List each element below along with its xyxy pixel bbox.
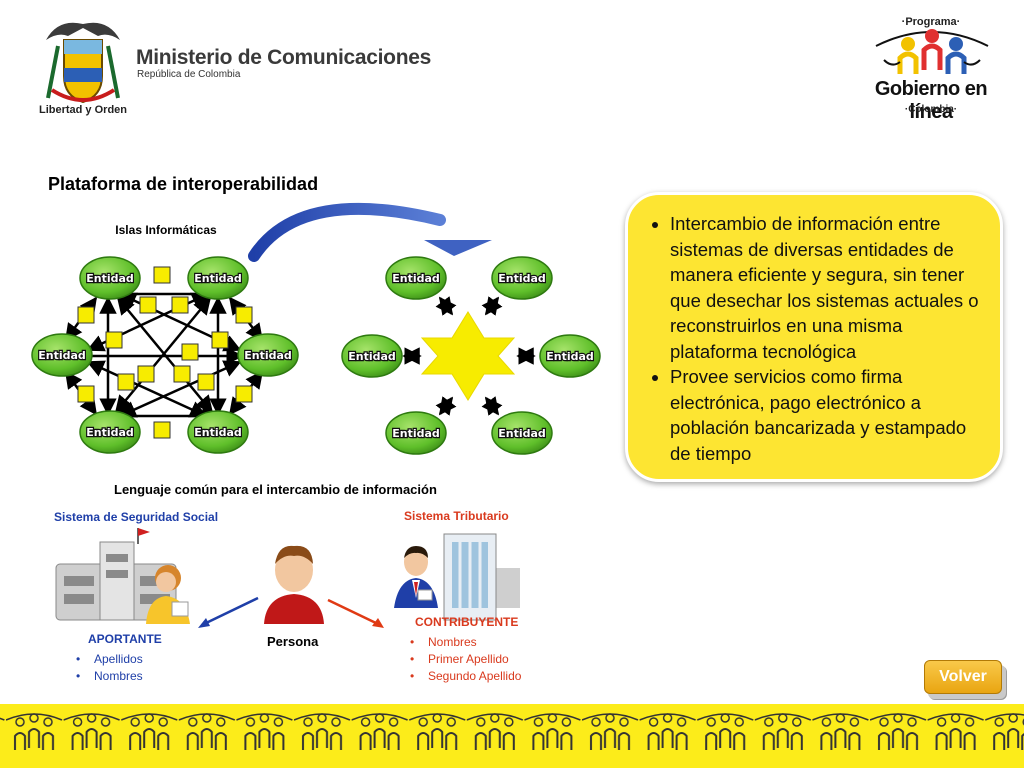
svg-text:Entidad: Entidad (194, 426, 242, 439)
entity-node: Entidad (187, 256, 249, 300)
systems-illustration (55, 528, 520, 628)
tax-system-title: Sistema Tributario (404, 509, 509, 523)
list-item: Apellidos (74, 651, 143, 668)
svg-text:Entidad: Entidad (392, 427, 440, 440)
list-item: Nombres (74, 668, 143, 685)
contribuyente-label: CONTRIBUYENTE (415, 615, 519, 629)
office-building-icon (443, 533, 520, 621)
government-building-icon (55, 528, 177, 621)
svg-text:Entidad: Entidad (498, 427, 546, 440)
entity-node: Entidad (385, 411, 447, 455)
entity-node: Entidad (491, 411, 553, 455)
transition-arrow (248, 202, 492, 262)
left-entities: Entidad Entidad Entidad Entidad Entidad … (31, 256, 299, 454)
interoperability-diagram: Islas Informáticas (31, 202, 601, 455)
page-title: Plataforma de interoperabilidad (48, 174, 319, 194)
entity-node: Entidad (539, 334, 601, 378)
interoperability-hub (402, 296, 536, 416)
entity-node: Entidad (79, 256, 141, 300)
relation-arrows (198, 596, 384, 628)
persona-label: Persona (267, 634, 319, 649)
social-security-title: Sistema de Seguridad Social (54, 510, 219, 524)
list-item: Nombres (408, 634, 521, 651)
program-label: ·Programa· (901, 16, 961, 28)
crest-motto: Libertad y Orden (38, 104, 128, 116)
adapter-boxes (77, 266, 253, 439)
aportante-label: APORTANTE (88, 632, 162, 646)
ministry-country: República de Colombia (137, 69, 241, 80)
svg-text:Entidad: Entidad (38, 349, 86, 362)
ministry-name: Ministerio de Comunicaciones (136, 46, 431, 69)
contribuyente-fields: Nombres Primer Apellido Segundo Apellido (408, 634, 521, 685)
entity-node: Entidad (79, 410, 141, 454)
entity-node: Entidad (491, 256, 553, 300)
mesh-lines (64, 285, 264, 425)
entity-node: Entidad (187, 410, 249, 454)
back-button[interactable]: Volver (924, 660, 1002, 694)
callout-bullets: Intercambio de información entre sistema… (648, 211, 986, 466)
entity-node: Entidad (31, 333, 93, 377)
list-item: Segundo Apellido (408, 668, 521, 685)
person-icon (264, 545, 324, 624)
entity-node: Entidad (237, 333, 299, 377)
common-language-title: Lenguaje común para el intercambio de in… (114, 482, 437, 497)
callout-bullet: Intercambio de información entre sistema… (670, 211, 986, 364)
right-entities: Entidad Entidad Entidad Entidad Entidad … (341, 256, 601, 455)
aportante-fields: Apellidos Nombres (74, 651, 143, 685)
callout-bullet: Provee servicios como firma electrónica,… (670, 364, 986, 466)
svg-text:Entidad: Entidad (86, 272, 134, 285)
svg-text:Entidad: Entidad (546, 350, 594, 363)
svg-text:Entidad: Entidad (348, 350, 396, 363)
gobierno-en-linea-logo (875, 29, 989, 74)
entity-node: Entidad (341, 334, 403, 378)
islands-title: Islas Informáticas (115, 223, 217, 237)
coat-of-arms-logo (46, 22, 120, 104)
people-pattern (0, 708, 1024, 760)
list-item: Primer Apellido (408, 651, 521, 668)
program-name: Gobierno en línea (874, 78, 988, 123)
svg-text:Entidad: Entidad (194, 272, 242, 285)
summary-callout: Intercambio de información entre sistema… (625, 192, 1003, 482)
svg-text:Entidad: Entidad (392, 272, 440, 285)
footer-band (0, 704, 1024, 768)
entity-node: Entidad (385, 256, 447, 300)
svg-text:Entidad: Entidad (86, 426, 134, 439)
svg-text:Entidad: Entidad (498, 272, 546, 285)
contributor-woman-icon (146, 565, 190, 624)
program-country: ·Colombia· (904, 104, 958, 115)
svg-text:Entidad: Entidad (244, 349, 292, 362)
contributor-man-icon (394, 546, 438, 608)
